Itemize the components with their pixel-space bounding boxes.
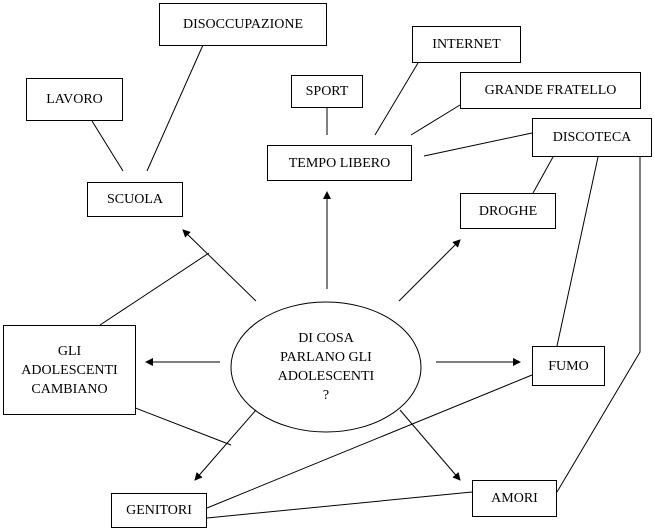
line-internet-tempo [374, 62, 419, 136]
line-disoccupazione-scuola [146, 44, 204, 172]
node-amori: AMORI [472, 480, 557, 517]
line-genitori-amori [206, 491, 473, 519]
line-discoteca-amori [556, 157, 641, 493]
line-lavoro-scuola [91, 120, 124, 172]
center-line-3: ADOLESCENTI [277, 369, 375, 384]
center-question: DI COSA PARLANO GLI ADOLESCENTI ? [231, 302, 421, 432]
node-internet: INTERNET [412, 26, 521, 63]
node-scuola: SCUOLA [87, 182, 183, 217]
line-adolescenti-genitori [124, 403, 232, 446]
center-line-2: PARLANO GLI [280, 350, 372, 365]
line-gf-tempo [410, 104, 461, 136]
node-discoteca: DISCOTECA [532, 118, 652, 157]
node-sport: SPORT [291, 75, 363, 108]
center-line-4: ? [322, 388, 330, 403]
line-fumo-genitori [206, 374, 533, 509]
node-tempo-libero: TEMPO LIBERO [267, 145, 412, 181]
line-adolescenti-scuola [99, 252, 210, 326]
arrow-genitori [194, 409, 257, 481]
node-genitori: GENITORI [111, 493, 207, 528]
line-discoteca-droghe [532, 156, 554, 194]
node-grande-fratello: GRANDE FRATELLO [460, 72, 641, 109]
node-disoccupazione: DISOCCUPAZIONE [159, 3, 327, 46]
arrow-amori [399, 409, 461, 481]
center-line-1: DI COSA [298, 331, 354, 346]
adolescenti-line-1: GLI [57, 343, 82, 359]
node-fumo: FUMO [532, 346, 605, 386]
node-adolescenti-cambiano: GLI ADOLESCENTI CAMBIANO [3, 325, 136, 415]
adolescenti-line-3: CAMBIANO [31, 381, 108, 397]
arrow-scuola [182, 229, 257, 302]
center-ellipse [230, 301, 422, 433]
node-droghe: DROGHE [460, 193, 556, 229]
line-discoteca-fumo [556, 156, 599, 347]
line-tempo-discoteca [423, 132, 533, 157]
adolescenti-line-2: ADOLESCENTI [21, 362, 118, 378]
arrow-droghe [398, 239, 461, 302]
node-lavoro: LAVORO [26, 78, 123, 121]
